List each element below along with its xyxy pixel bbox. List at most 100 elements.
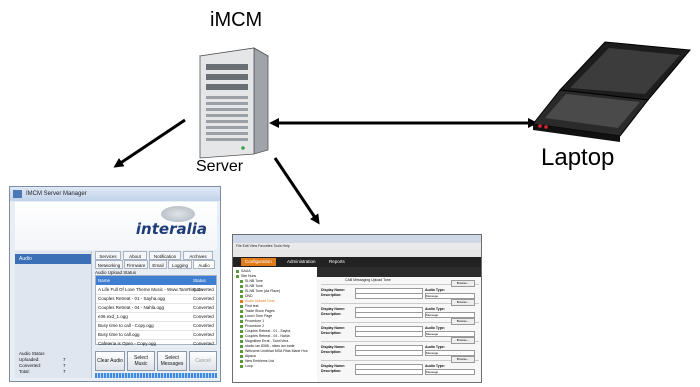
description-input[interactable] [355,350,423,356]
tab-firmware[interactable]: Firmware [124,260,148,269]
tree-item[interactable]: studio ian 8398 - nikes ian trade [240,344,295,348]
browse-button[interactable]: Browse... [451,337,475,344]
tree-item[interactable]: Welcome Lindblad MSA Fifas Marie Hos [240,349,308,353]
tab-reports[interactable]: Reports [329,259,345,264]
tree-item[interactable]: DND [240,294,253,298]
tree-item-label: DND [245,294,253,298]
tree-item[interactable]: New Emblems List [240,359,274,363]
display-name-label: Display Name: [321,345,346,349]
tree-item-selected[interactable]: Audio Upload Tone [240,299,275,303]
node-icon [240,354,243,358]
select-music-button[interactable]: Select Music [127,351,155,371]
window-title: IMCM Server Manager [10,187,220,201]
display-name-label: Display Name: [321,326,346,330]
tree-item-label: Trade Show Pages [245,309,275,313]
audio-type-select[interactable]: Message [425,312,475,318]
node-icon [240,319,243,323]
tree-item-label: SAUA [241,269,251,273]
tree-item[interactable]: Magnitism Errat - Tone/Vera [240,339,288,343]
cancel-button[interactable]: Cancel [189,351,217,371]
tree-item-label: SI-NB Tone [245,279,263,283]
tree-item-label: Lunch Time Page [245,314,273,318]
audio-type-label: Audio Type: [425,345,445,349]
tree-item[interactable]: SAUA [236,269,251,273]
tab-networking[interactable]: Networking [95,260,123,269]
node-icon [240,329,243,333]
audio-type-select[interactable]: Message [425,369,475,375]
browse-button[interactable]: Browse... [451,299,475,306]
description-input[interactable] [355,331,423,337]
tree-item-label: Couples Retreat - 04 - Nahla [245,334,290,338]
tab-logging[interactable]: Logging [168,260,192,269]
tree-item-label: Alpaca [245,354,256,358]
table-row[interactable]: Couples Retreat - 04 - Nahla.ogg Converte… [96,303,216,313]
field-row: Display Name: Description: Audio Type: M… [321,280,479,299]
description-label: Description: [321,369,342,373]
tree-item[interactable]: SI-NB Tone [240,284,263,288]
row-name: A Life Full Of Love Theme Music - Www.Ta… [98,287,203,292]
tab-about[interactable]: About [123,251,147,260]
panel-toolbar [317,267,481,277]
column-status: Status [193,278,206,283]
description-label: Description: [321,293,342,297]
browse-button[interactable]: Browse... [451,318,475,325]
audio-type-label: Audio Type: [425,307,445,311]
tree-item[interactable]: Alpaca [240,354,256,358]
server-imcm-arrow [113,118,186,168]
tree-item[interactable]: Site Hubs [236,274,256,278]
description-label: Description: [321,331,342,335]
browse-button[interactable]: Browse... [451,356,475,363]
table-row[interactable]: A Life Full Of Love Theme Music - Www.Ta… [96,285,216,295]
tree-item[interactable]: Procedure 1 [240,319,264,323]
tab-configuration[interactable]: Configuration [241,258,276,266]
description-label: Description: [321,312,342,316]
description-input[interactable] [355,293,423,299]
tab-notification[interactable]: Notification [149,251,181,260]
tree-item[interactable]: Couples Retreat - 01 - Sayha [240,329,290,333]
tab-email[interactable]: Email [149,260,167,269]
tab-archives[interactable]: Archives [183,251,213,260]
tree-item-label: Procedure 2 [245,324,265,328]
tab-audio[interactable]: Audio [193,260,215,269]
field-row: Display Name: Description: Audio Type: M… [321,299,479,318]
browse-button[interactable]: Browse... [451,280,475,287]
display-name-label: Display Name: [321,307,346,311]
tree-item[interactable]: Couples Retreat - 04 - Nahla [240,334,290,338]
tree-item[interactable]: Find test [240,304,258,308]
tree-item-label: Loop [245,364,253,368]
tree-item[interactable]: Trade Show Pages [240,309,275,313]
tab-administration[interactable]: Administration [287,259,316,264]
audio-type-select[interactable]: Message [425,350,475,356]
tree-item[interactable]: Loop [240,364,253,368]
browser-menu: File Edit View Favorites Tools Help [233,243,481,249]
description-input[interactable] [355,369,423,375]
select-messages-button[interactable]: Select Messages [157,351,187,371]
row-status: Converted [193,305,214,310]
main-panel: CAB Messaging Upload Tone Display Name: … [317,267,481,382]
audio-type-select[interactable]: Message [425,331,475,337]
upload-status-title: Audio Upload Status [95,270,137,275]
tree-item[interactable]: Lunch Time Page [240,314,272,318]
row-name: Couples Retreat - 04 - Nahla.ogg [98,305,165,310]
tree-item[interactable]: Procedure 2 [240,324,264,328]
tree-item[interactable]: SI-NB Tone [240,279,263,283]
sidebar-item-audio[interactable]: Audio [15,254,91,264]
tree-item[interactable]: SI-NB Tone (Aa Place) [240,289,280,293]
laptop-icon [532,41,691,142]
node-icon [240,279,243,283]
globe-icon [161,206,195,222]
tab-bar: Services About Notification Archives Net… [95,251,217,271]
tab-services[interactable]: Services [95,251,121,260]
clear-audio-button[interactable]: Clear Audio [95,351,125,371]
window-title-text: IMCM Server Manager [26,191,87,197]
node-icon [240,304,243,308]
node-icon [240,349,243,353]
audio-type-select[interactable]: Message [425,293,475,299]
description-input[interactable] [355,312,423,318]
uploaded-value: 7 [63,357,66,362]
